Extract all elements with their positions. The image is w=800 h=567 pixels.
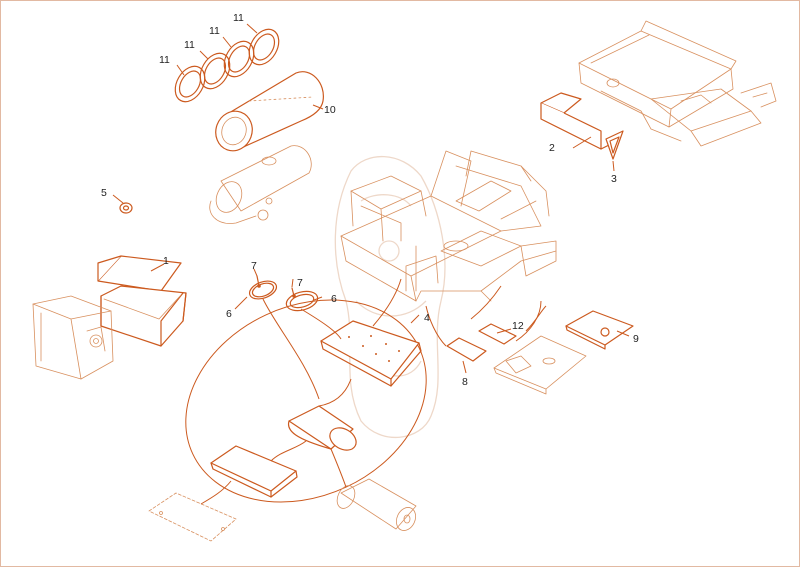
- part-11-gaskets[interactable]: [169, 24, 285, 107]
- part-8-pad[interactable]: [446, 337, 487, 362]
- part-7-bolt-right[interactable]: [291, 287, 296, 298]
- callout-6-right: 6: [331, 293, 337, 305]
- silencer-box: [32, 295, 114, 380]
- callout-8: 8: [462, 376, 468, 388]
- part-7-bolt-left[interactable]: [256, 275, 261, 288]
- exploded-group-outline: [185, 299, 427, 503]
- lower-plate-dashed: [148, 492, 237, 542]
- callout-11-a: 11: [159, 54, 170, 66]
- callout-11-c: 11: [209, 25, 220, 37]
- part-6-clamp-left[interactable]: [247, 278, 279, 303]
- engine-assembly: [578, 20, 777, 147]
- part-9-plate[interactable]: [565, 310, 634, 350]
- part-3-bracket[interactable]: [605, 130, 624, 160]
- part-4-shield-plate[interactable]: [320, 320, 422, 387]
- callout-11-d: 11: [233, 12, 244, 24]
- leader-lines: [112, 23, 630, 505]
- muffler: [209, 145, 312, 224]
- callout-10: 10: [324, 104, 336, 116]
- part-2-bracket[interactable]: [540, 92, 614, 150]
- part-10-wrap-sleeve[interactable]: [210, 71, 324, 156]
- chassis-frame: [340, 150, 557, 302]
- callout-labels: 1 2 3 4 5 6 6 7 7 8 9 10 11 11 11 11 12: [101, 12, 639, 388]
- mounting-bracket: [493, 335, 587, 395]
- callout-9: 9: [633, 333, 639, 345]
- part-1-heat-shield[interactable]: [97, 255, 187, 347]
- callout-6-left: 6: [226, 308, 232, 320]
- callout-12: 12: [512, 320, 524, 332]
- callout-3: 3: [611, 173, 617, 185]
- callout-1: 1: [163, 255, 169, 267]
- part-5-washer[interactable]: [119, 202, 133, 214]
- callout-7-left: 7: [251, 260, 257, 272]
- callout-7-right: 7: [297, 277, 303, 289]
- callout-11-b: 11: [184, 39, 195, 51]
- insulation-wrap: [287, 405, 357, 451]
- callout-5: 5: [101, 187, 107, 199]
- callout-4: 4: [424, 312, 430, 324]
- part-6-clamp-right[interactable]: [284, 288, 320, 314]
- lower-muffler: [336, 478, 417, 531]
- part-12-pad[interactable]: [478, 323, 517, 345]
- callout-2: 2: [549, 142, 555, 154]
- lower-heat-shield: [210, 445, 298, 498]
